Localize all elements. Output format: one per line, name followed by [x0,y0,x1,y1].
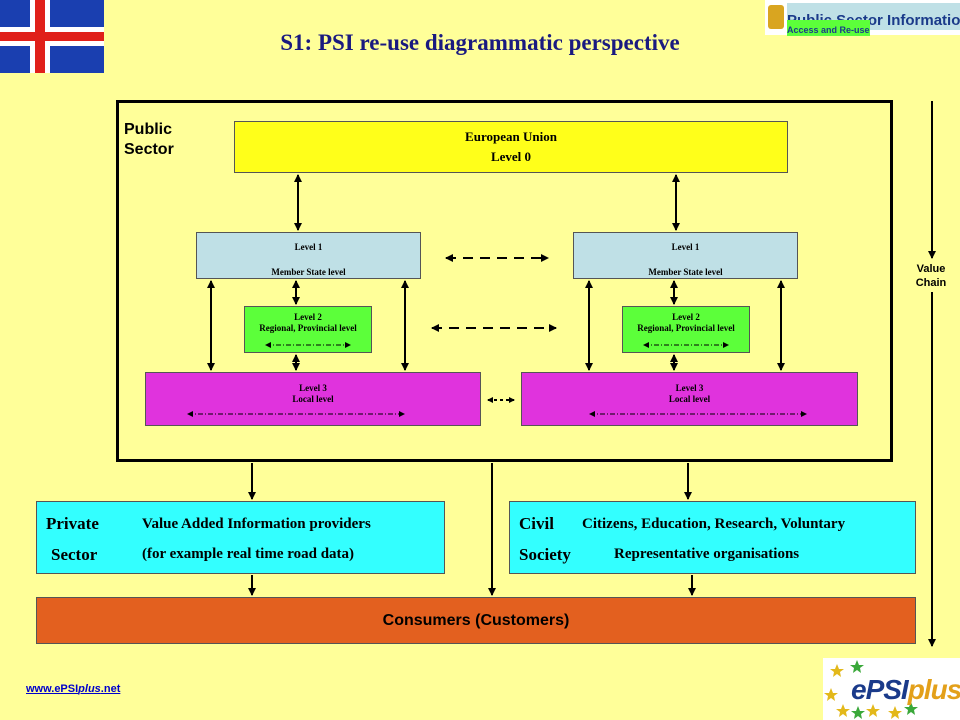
url-prefix: www.ePSI [26,683,79,695]
public-sector-label: Public Sector [124,120,174,160]
civil-society-box: Civil Society Citizens, Education, Resea… [509,501,916,574]
left-level3-box: Level 3 Local level [145,372,481,426]
eu-line2: Level 0 [490,149,532,164]
right-level1-line2: Member State level [648,267,723,277]
right-level2-line2: Regional, Provincial level [637,323,735,333]
eu-line1: European Union [465,129,557,144]
society-word: Society [519,545,571,564]
civil-desc-line1: Citizens, Education, Research, Voluntary [582,516,846,532]
left-level2-line1: Level 2 [294,312,322,322]
civil-word: Civil [519,514,554,533]
left-level1-box: Level 1 Member State level [196,232,421,279]
left-level3-line2: Local level [292,394,334,404]
right-level3-line2: Local level [668,394,711,404]
right-level3-box: Level 3 Local level [521,372,858,426]
private-desc-line1: Value Added Information providers [142,516,371,532]
epsiplus-logo-part1: ePSI [851,674,909,705]
eu-level0-box: European Union Level 0 [234,121,788,173]
consumers-box: Consumers (Customers) [36,597,916,644]
left-level1-line1: Level 1 [294,242,323,252]
epsiplus-logo: ePSIplus [823,658,960,720]
private-desc-line2: (for example real time road data) [142,546,355,562]
right-level1-line1: Level 1 [671,242,700,252]
url-italic: plus [78,683,101,695]
psi-logo-subtitle: Access and Re-use [787,20,870,36]
epsiplus-link[interactable]: www.ePSIplus.net [26,683,120,695]
left-level1-line2: Member State level [271,267,346,277]
epsiplus-logo-text: ePSIplus [851,674,960,706]
page-title: S1: PSI re-use diagrammatic perspective [280,30,680,55]
iceland-flag-image [0,0,104,73]
public-sector-label-line2: Sector [124,141,174,158]
psi-logo: Public Sector Information Access and Re-… [765,0,960,36]
value-chain-label: Value Chain [900,262,960,290]
url-suffix: .net [100,683,121,695]
epsiplus-logo-part2: plus [907,674,960,705]
right-level2-line1: Level 2 [672,312,700,322]
sector-word: Sector [51,545,98,564]
value-chain-line1: Value [916,263,946,275]
right-level1-box: Level 1 Member State level [573,232,798,279]
value-chain-line2: Chain [915,277,947,289]
left-level3-line1: Level 3 [299,383,327,393]
psi-logo-icon [768,5,784,29]
right-level3-line1: Level 3 [675,383,704,393]
consumers-label: Consumers (Customers) [382,611,570,629]
public-sector-label-line1: Public [124,121,173,138]
private-sector-box: Private Sector Value Added Information p… [36,501,445,574]
private-word: Private [46,514,99,533]
civil-desc-line2: Representative organisations [614,546,800,562]
public-sector-frame [116,100,893,462]
left-level2-line2: Regional, Provincial level [259,323,357,333]
